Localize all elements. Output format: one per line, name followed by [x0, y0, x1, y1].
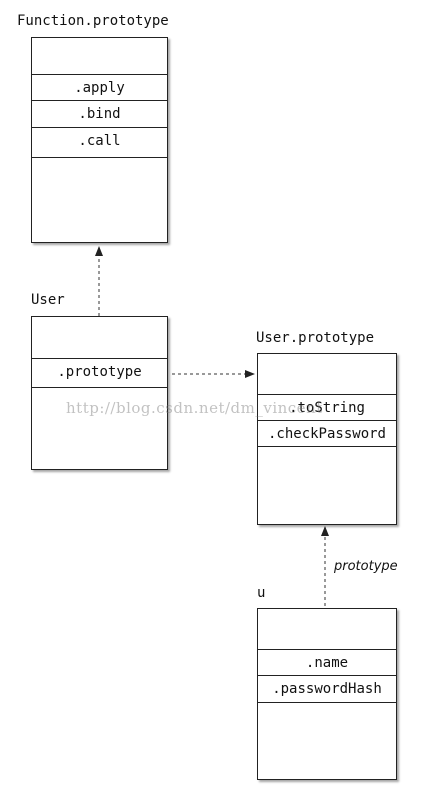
watermark-text: http://blog.csdn.net/dm_vincent	[66, 399, 323, 417]
u-box: .name .passwordHash	[257, 608, 397, 780]
u-member-passwordhash: .passwordHash	[258, 675, 396, 702]
user-box: .prototype	[31, 316, 168, 470]
u-member-name: .name	[258, 649, 396, 676]
user-divider	[32, 387, 167, 388]
function-prototype-divider	[32, 157, 167, 158]
user-member-prototype: .prototype	[32, 358, 167, 385]
user-prototype-title: User.prototype	[256, 330, 375, 346]
user-prototype-divider	[258, 446, 396, 447]
function-prototype-member-apply: .apply	[32, 74, 167, 101]
function-prototype-box: .apply .bind .call	[31, 37, 168, 243]
function-prototype-member-bind: .bind	[32, 100, 167, 127]
u-title: u	[257, 585, 266, 601]
user-prototype-member-tostring: .toString	[258, 394, 396, 421]
user-prototype-member-checkpassword: .checkPassword	[258, 420, 396, 447]
edge-label-prototype: prototype	[334, 559, 398, 574]
user-prototype-box: .toString .checkPassword	[257, 353, 397, 525]
u-divider	[258, 702, 396, 703]
function-prototype-member-call: .call	[32, 127, 167, 154]
user-title: User	[31, 292, 65, 308]
function-prototype-title: Function.prototype	[17, 13, 169, 29]
